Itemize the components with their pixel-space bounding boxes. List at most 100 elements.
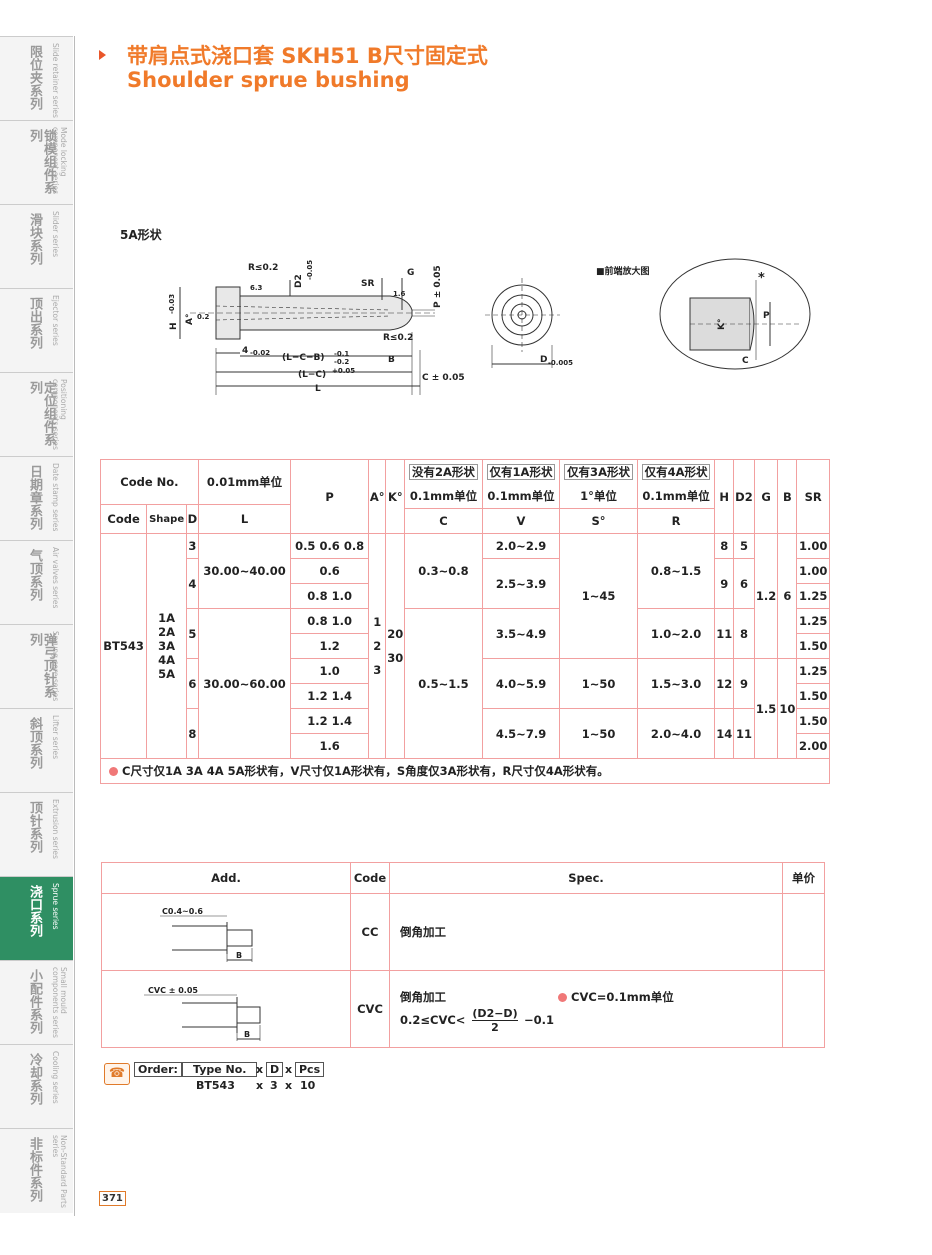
cvc-dim: CVC ± 0.05 [148, 986, 198, 995]
th-r-unit: 0.1mm单位 [636, 484, 716, 509]
sidebar-tab[interactable]: 日期章系列 Date stamp series [0, 456, 73, 541]
dim-lcb-t1: -0.1 [334, 350, 349, 358]
sidebar-tab-label: 浇口系列 [27, 885, 42, 937]
technical-drawing: R≤0.2 6.3 D2 -0.05 SR G 1.6 P ± 0.05 H -… [168, 258, 811, 395]
cell-v: 3.5~4.9 [481, 608, 561, 659]
th-price: 单价 [782, 862, 825, 894]
cell-l: 30.00~40.00 [197, 533, 292, 609]
cc-figure: C0.4~0.6 B [101, 893, 351, 971]
dim-roughness: 6.3 [250, 284, 263, 292]
dim-l: L [315, 384, 321, 394]
cell-h: 14 [714, 708, 735, 759]
dim-star: * [758, 271, 765, 286]
cell-g: 1.2 [753, 533, 779, 659]
page-number: 371 [99, 1191, 126, 1206]
sidebar-tab-label-en: Extrusion series [51, 799, 60, 859]
cell-d2: 5 [733, 533, 755, 559]
dim-d-tol: -0.005 [548, 359, 573, 367]
th-spec: Spec. [389, 862, 783, 894]
cvc-figure: CVC ± 0.05 B [101, 970, 351, 1048]
cell-sr: 1.50 [796, 708, 830, 734]
cc-price [782, 893, 825, 971]
sidebar-tab-label-en: Small mould components series [51, 967, 68, 1038]
dim-sr: SR [361, 279, 374, 289]
order-d-header: D [266, 1062, 284, 1077]
dim-four-tol: -0.02 [250, 349, 270, 357]
cell-p: 1.2 1.4 [290, 708, 370, 734]
cvc-tail: −0.1 [524, 1013, 555, 1027]
cell-d2: 9 [733, 658, 755, 709]
cell-h: 11 [714, 608, 735, 659]
cell-shapes: 1A 2A 3A 4A 5A [146, 533, 188, 759]
cell-s: 1~45 [559, 533, 638, 659]
cell-l: 30.00~60.00 [197, 608, 292, 759]
cell-b: 6 [777, 533, 798, 659]
dim-g: G [407, 268, 414, 278]
dim-02: 0.2 [197, 313, 210, 321]
cell-d: 4 [186, 558, 199, 609]
sidebar-tab-label: 锁模组件系列 [27, 129, 56, 194]
dim-k: K° [717, 319, 727, 330]
sidebar-tab-label: 非标件系列 [27, 1137, 42, 1202]
sidebar-tab-label-en: Air valves series [51, 547, 60, 609]
cvc-code: CVC [350, 970, 390, 1048]
th-r-top: 仅有4A形状 [641, 464, 711, 480]
th-v-top: 仅有1A形状 [486, 464, 556, 480]
cell-sr: 1.25 [796, 583, 830, 609]
cell-r: 0.8~1.5 [636, 533, 716, 609]
cell-p: 1.2 1.4 [290, 683, 370, 709]
sidebar-tab-label-en: Slide retainer series [51, 43, 60, 118]
cell-d: 5 [186, 608, 199, 659]
cell-h: 9 [714, 558, 735, 609]
cell-b: 10 [777, 658, 798, 759]
sidebar-tab-label-en: Sprung core series [51, 631, 60, 702]
enlarged-label: ■前端放大图 [596, 265, 650, 277]
sidebar-tab-label: 气顶系列 [27, 549, 42, 601]
cell-sr: 2.00 [796, 733, 830, 759]
cvc-note: CVC=0.1mm单位 [550, 989, 674, 1005]
cc-spec: 倒角加工 [389, 893, 783, 971]
order-type-value: BT543 [196, 1079, 235, 1092]
cell-sr: 1.00 [796, 558, 830, 584]
cell-p: 0.8 1.0 [290, 608, 370, 634]
addon-table: Add. Code Spec. 单价 C0.4~0.6 B CC 倒角加工 [101, 862, 825, 1048]
cell-p: 1.0 [290, 658, 370, 684]
order-d-value: 3 [270, 1079, 278, 1092]
cell-c: 0.3~0.8 [404, 533, 483, 609]
th-sr: SR [796, 459, 830, 534]
sidebar-tab-label: 冷却系列 [27, 1053, 42, 1105]
title-marker-icon [99, 50, 106, 60]
sidebar-tab-label-en: Slider series [51, 211, 60, 257]
cell-v: 4.5~7.9 [481, 708, 561, 759]
th-h: H [714, 459, 735, 534]
cell-sr: 1.50 [796, 683, 830, 709]
dim-p: P ± 0.05 [433, 265, 443, 308]
cell-sr: 1.00 [796, 533, 830, 559]
cvc-formula: 0.2≤CVC< [400, 1013, 466, 1027]
sidebar-tab-label: 日期章系列 [27, 465, 42, 530]
cvc-fraction: (D2−D) 2 [472, 1007, 518, 1034]
th-code: Code [99, 504, 148, 534]
cell-sr: 1.25 [796, 608, 830, 634]
order-pcs-header: Pcs [295, 1062, 325, 1077]
cell-c: 0.5~1.5 [404, 608, 483, 759]
cell-a: 1 2 3 [368, 533, 387, 759]
sidebar-tab[interactable]: 气顶系列 Air valves series [0, 540, 73, 625]
sidebar-tab-label: 斜顶系列 [27, 717, 42, 769]
sidebar-tab-label-en: Date stamp series [51, 463, 60, 532]
th-l: L [197, 504, 292, 534]
dim-r02: R≤0.2 [248, 263, 278, 273]
page-title-en: Shoulder sprue bushing [127, 68, 410, 92]
